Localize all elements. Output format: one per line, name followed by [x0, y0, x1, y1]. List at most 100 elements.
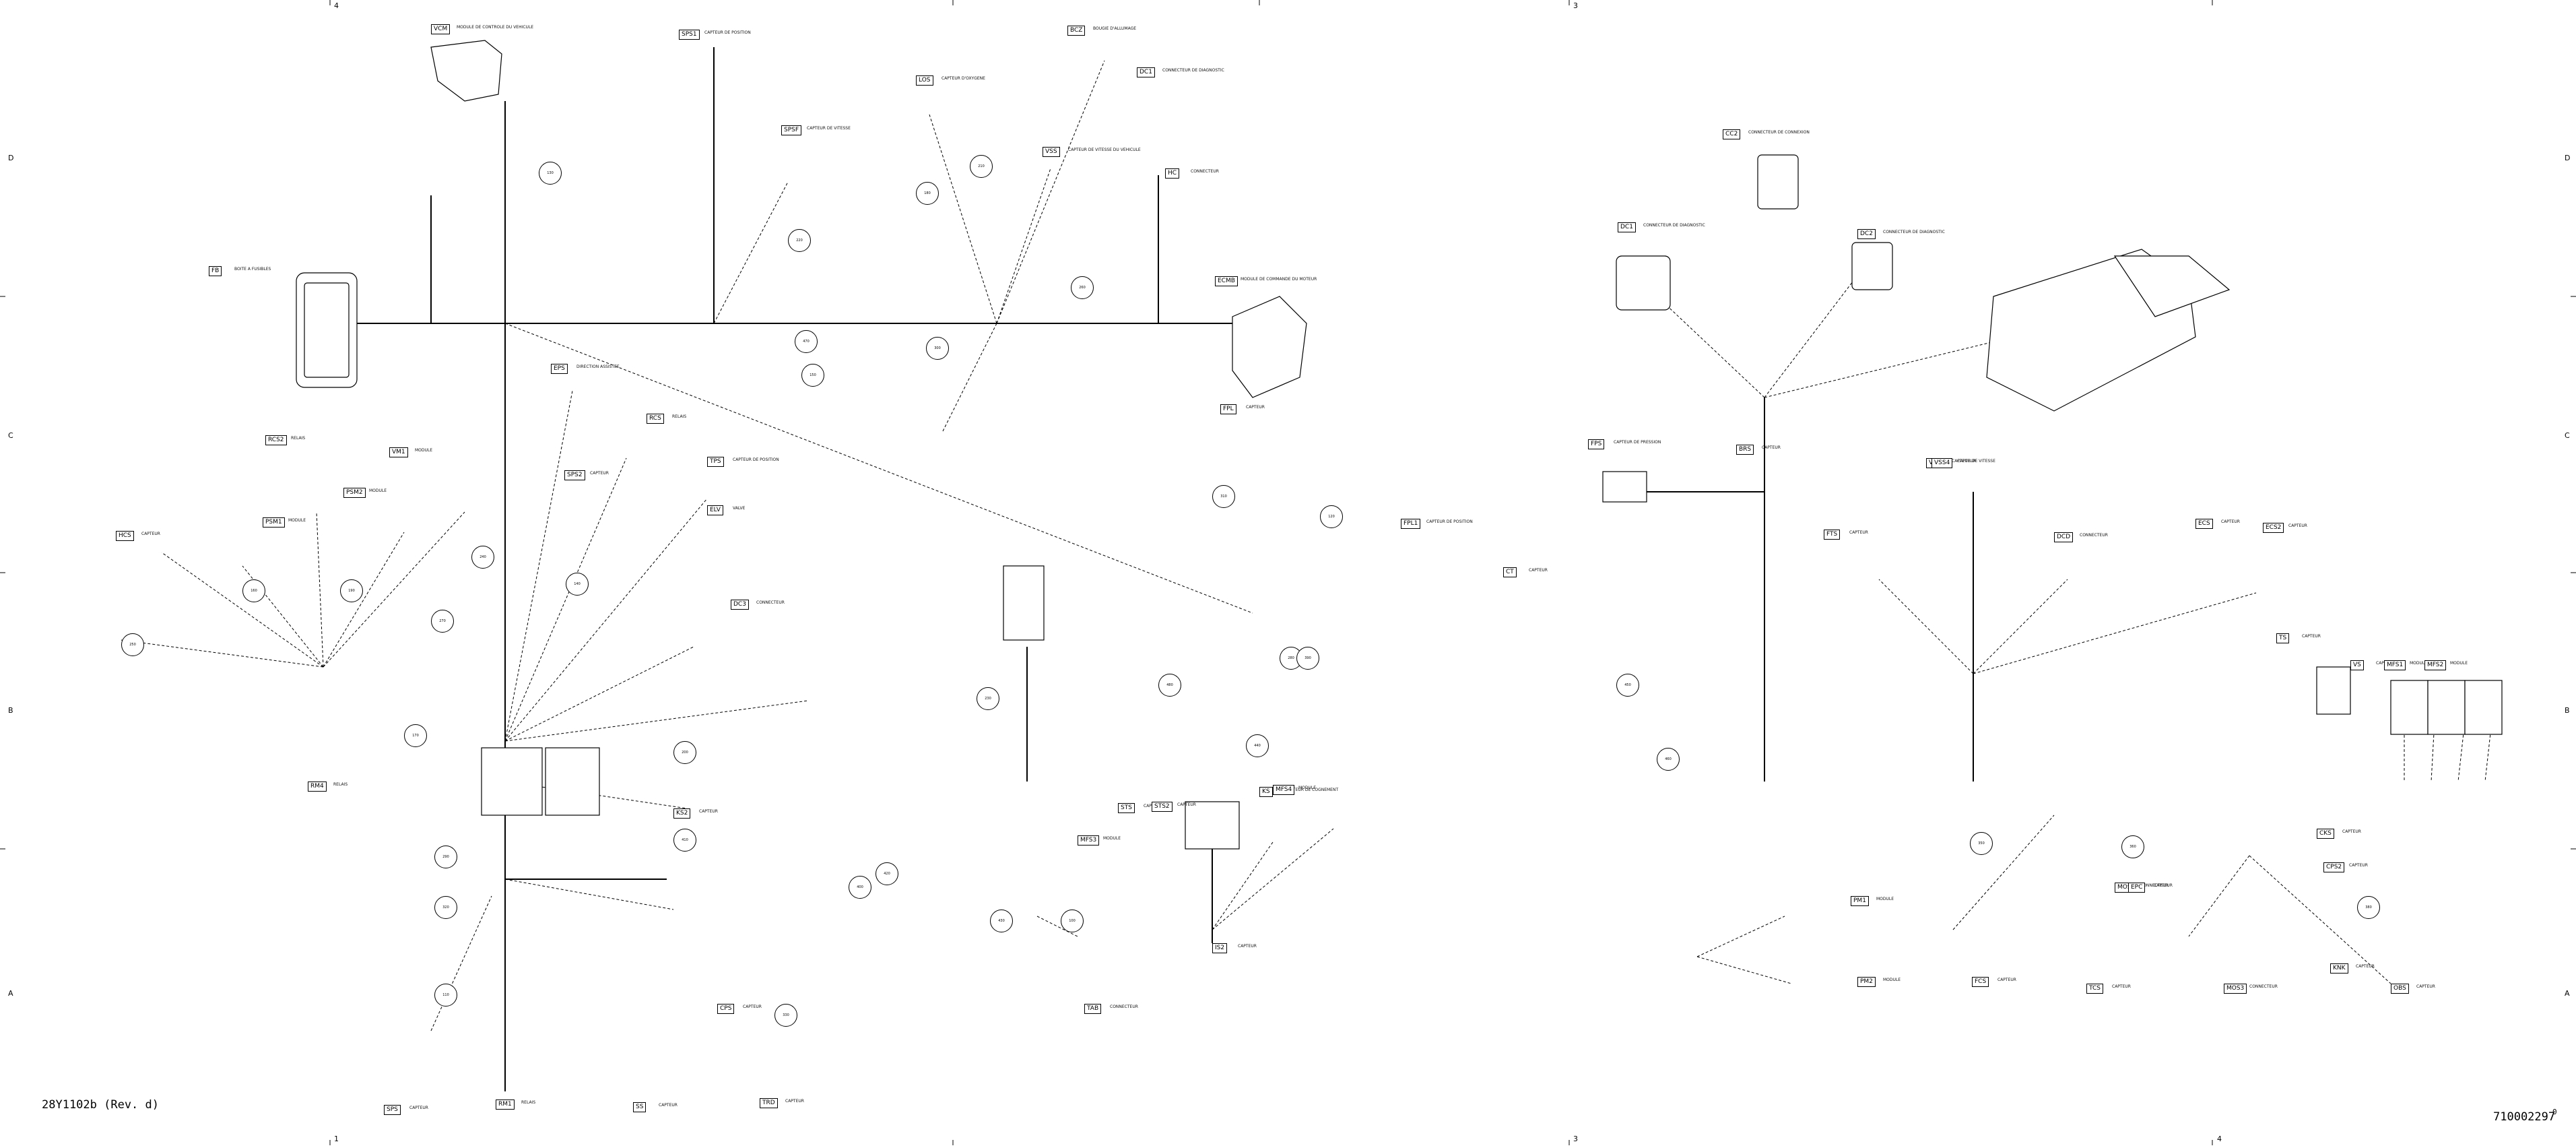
connector-description: MODULE DE COMMANDE DU MOTEUR [1241, 277, 1317, 282]
connector-code-label: FPL [1220, 404, 1236, 414]
part-suffix: 0 [2552, 1108, 2557, 1116]
connector-code-label: PSM2 [343, 488, 366, 498]
connector-description: CAPTEUR D'OXYGENE [942, 76, 985, 81]
connector-code-label: CPS [717, 1004, 735, 1014]
wire-length-bubble: 290 [434, 846, 457, 868]
connector-description: BOUGIE D'ALLUMAGE [1093, 26, 1137, 31]
wire-length-bubble: 430 [990, 910, 1013, 932]
connector-code-label: ECMB [1215, 276, 1238, 286]
connector-description: CAPTEUR [2112, 984, 2131, 989]
connector-code-label: VSS [1043, 147, 1060, 157]
connector-description: CAPTEUR [2288, 523, 2307, 528]
connector-description: CONNECTEUR [1191, 169, 1219, 174]
connector-description: CAPTEUR [1762, 445, 1781, 450]
harness-branches-dashed-left [121, 60, 1334, 1031]
connector-description: MODULE DE CONTROLE DU VEHICULE [457, 25, 534, 30]
wire-length-bubble: 420 [876, 862, 898, 885]
wire-length-bubble: 270 [431, 610, 454, 633]
wire-length-bubble: 410 [673, 829, 696, 852]
connector-code-label: TPS [707, 457, 724, 467]
connector-code-label: OBS [2391, 984, 2409, 994]
wire-length-bubble: 110 [434, 984, 457, 1007]
connector-code-label: MFS1 [2384, 660, 2406, 670]
connector-code-label: PM1 [1851, 896, 1869, 906]
wire-length-bubble: 230 [977, 687, 999, 710]
connector-code-label: STS2 [1152, 802, 1173, 812]
wire-length-bubble: 450 [1616, 674, 1639, 697]
connector-description: CAPTEUR [743, 1004, 762, 1009]
connector-description: CONNECTEUR DE CONNEXION [1748, 130, 1810, 135]
connector-description: CAPTEUR DE PRESSION [1614, 440, 1661, 445]
connector-description: CONNECTEUR DE DIAGNOSTIC [1643, 223, 1705, 228]
connector-description: CAPTEUR [2342, 829, 2361, 834]
wire-length-bubble: 330 [774, 1004, 797, 1027]
wire-length-bubble: 130 [539, 162, 562, 185]
connector-code-label: MFS4 [1273, 785, 1295, 795]
connector-description: CONNECTEUR [756, 600, 785, 605]
connector-description: MODULE [1298, 786, 1317, 790]
component-outlines [296, 40, 2503, 850]
connector-description: MODULE [1883, 978, 1901, 982]
wire-length-bubble: 250 [121, 633, 144, 656]
connector-code-label: FTS [1824, 530, 1841, 540]
wire-length-bubble: 220 [788, 229, 811, 252]
border-ref-bottom: 4 [2217, 1135, 2222, 1143]
connector-description: CAPTEUR DE VITESSE [807, 126, 851, 131]
connector-code-label: LOS [916, 75, 933, 86]
connector-code-label: RM1 [496, 1099, 515, 1110]
wire-length-bubble: 210 [970, 155, 993, 178]
connector-description: CAPTEUR DE VITESSE [1952, 459, 1995, 464]
connector-description: MODULE [2450, 661, 2468, 666]
connector-code-label: SPS2 [564, 470, 585, 480]
connector-description: RELAIS [333, 782, 348, 787]
connector-description: BOITE A FUSIBLES [234, 267, 271, 272]
wire-length-bubble: 390 [1296, 647, 1319, 670]
connector-code-label: BRS [1736, 445, 1754, 455]
connector-description: CAPTEUR [141, 532, 160, 536]
wire-length-bubble: 260 [1071, 276, 1094, 299]
wire-length-bubble: 180 [916, 182, 939, 205]
connector-code-label: KS [1259, 787, 1273, 797]
connector-code-label: TAB [1084, 1004, 1102, 1014]
connector-code-label: FB [209, 266, 222, 276]
connector-description: CAPTEUR DE COGNEMENT [1285, 788, 1339, 792]
connector-code-label: ECS2 [2263, 523, 2284, 533]
connector-description: CONNECTEUR [2140, 883, 2169, 888]
connector-description: CAPTEUR [1849, 530, 1868, 535]
connector-code-label: DC3 [731, 600, 749, 610]
wire-length-bubble: 440 [1246, 734, 1269, 757]
connector-description: CAPTEUR [409, 1106, 428, 1110]
connector-description: CONNECTEUR [2080, 533, 2108, 538]
connector-description: CAPTEUR [2416, 984, 2435, 989]
part-number: 710002297 [2493, 1110, 2556, 1124]
connector-description: MODULE [288, 518, 306, 523]
connector-description: RELAIS [291, 436, 306, 441]
connector-code-label: CPS2 [2323, 862, 2345, 872]
border-ref-right: D [2565, 154, 2571, 162]
connector-code-label: SPS [384, 1105, 401, 1115]
wire-length-bubble: 190 [340, 579, 363, 602]
connector-code-label: HCS [116, 531, 134, 541]
connector-code-label: CT [1503, 567, 1517, 577]
wire-length-bubble: 140 [566, 573, 589, 596]
wire-length-bubble: 460 [1657, 748, 1680, 771]
connector-code-label: KS2 [673, 808, 691, 819]
harness-trunks-left [354, 47, 1232, 1091]
connector-description: CAPTEUR [2356, 964, 2375, 969]
border-ref-right: A [2565, 989, 2570, 998]
connector-code-label: TS [2276, 633, 2290, 643]
connector-code-label: ECS [2195, 519, 2213, 529]
wire-length-bubble: 240 [471, 546, 494, 569]
connector-description: MODULE [2410, 661, 2428, 666]
connector-code-label: FPS [1588, 439, 1605, 449]
connector-description: CONNECTEUR DE DIAGNOSTIC [1883, 230, 1945, 234]
connector-code-label: SS [633, 1102, 647, 1112]
connector-description: CAPTEUR [659, 1103, 678, 1108]
connector-code-label: DC2 [1857, 229, 1876, 239]
connector-code-label: BCZ [1067, 26, 1086, 36]
connector-description: CAPTEUR [2302, 634, 2321, 639]
connector-description: RELAIS [521, 1100, 536, 1105]
connector-code-label: RM4 [308, 782, 327, 792]
